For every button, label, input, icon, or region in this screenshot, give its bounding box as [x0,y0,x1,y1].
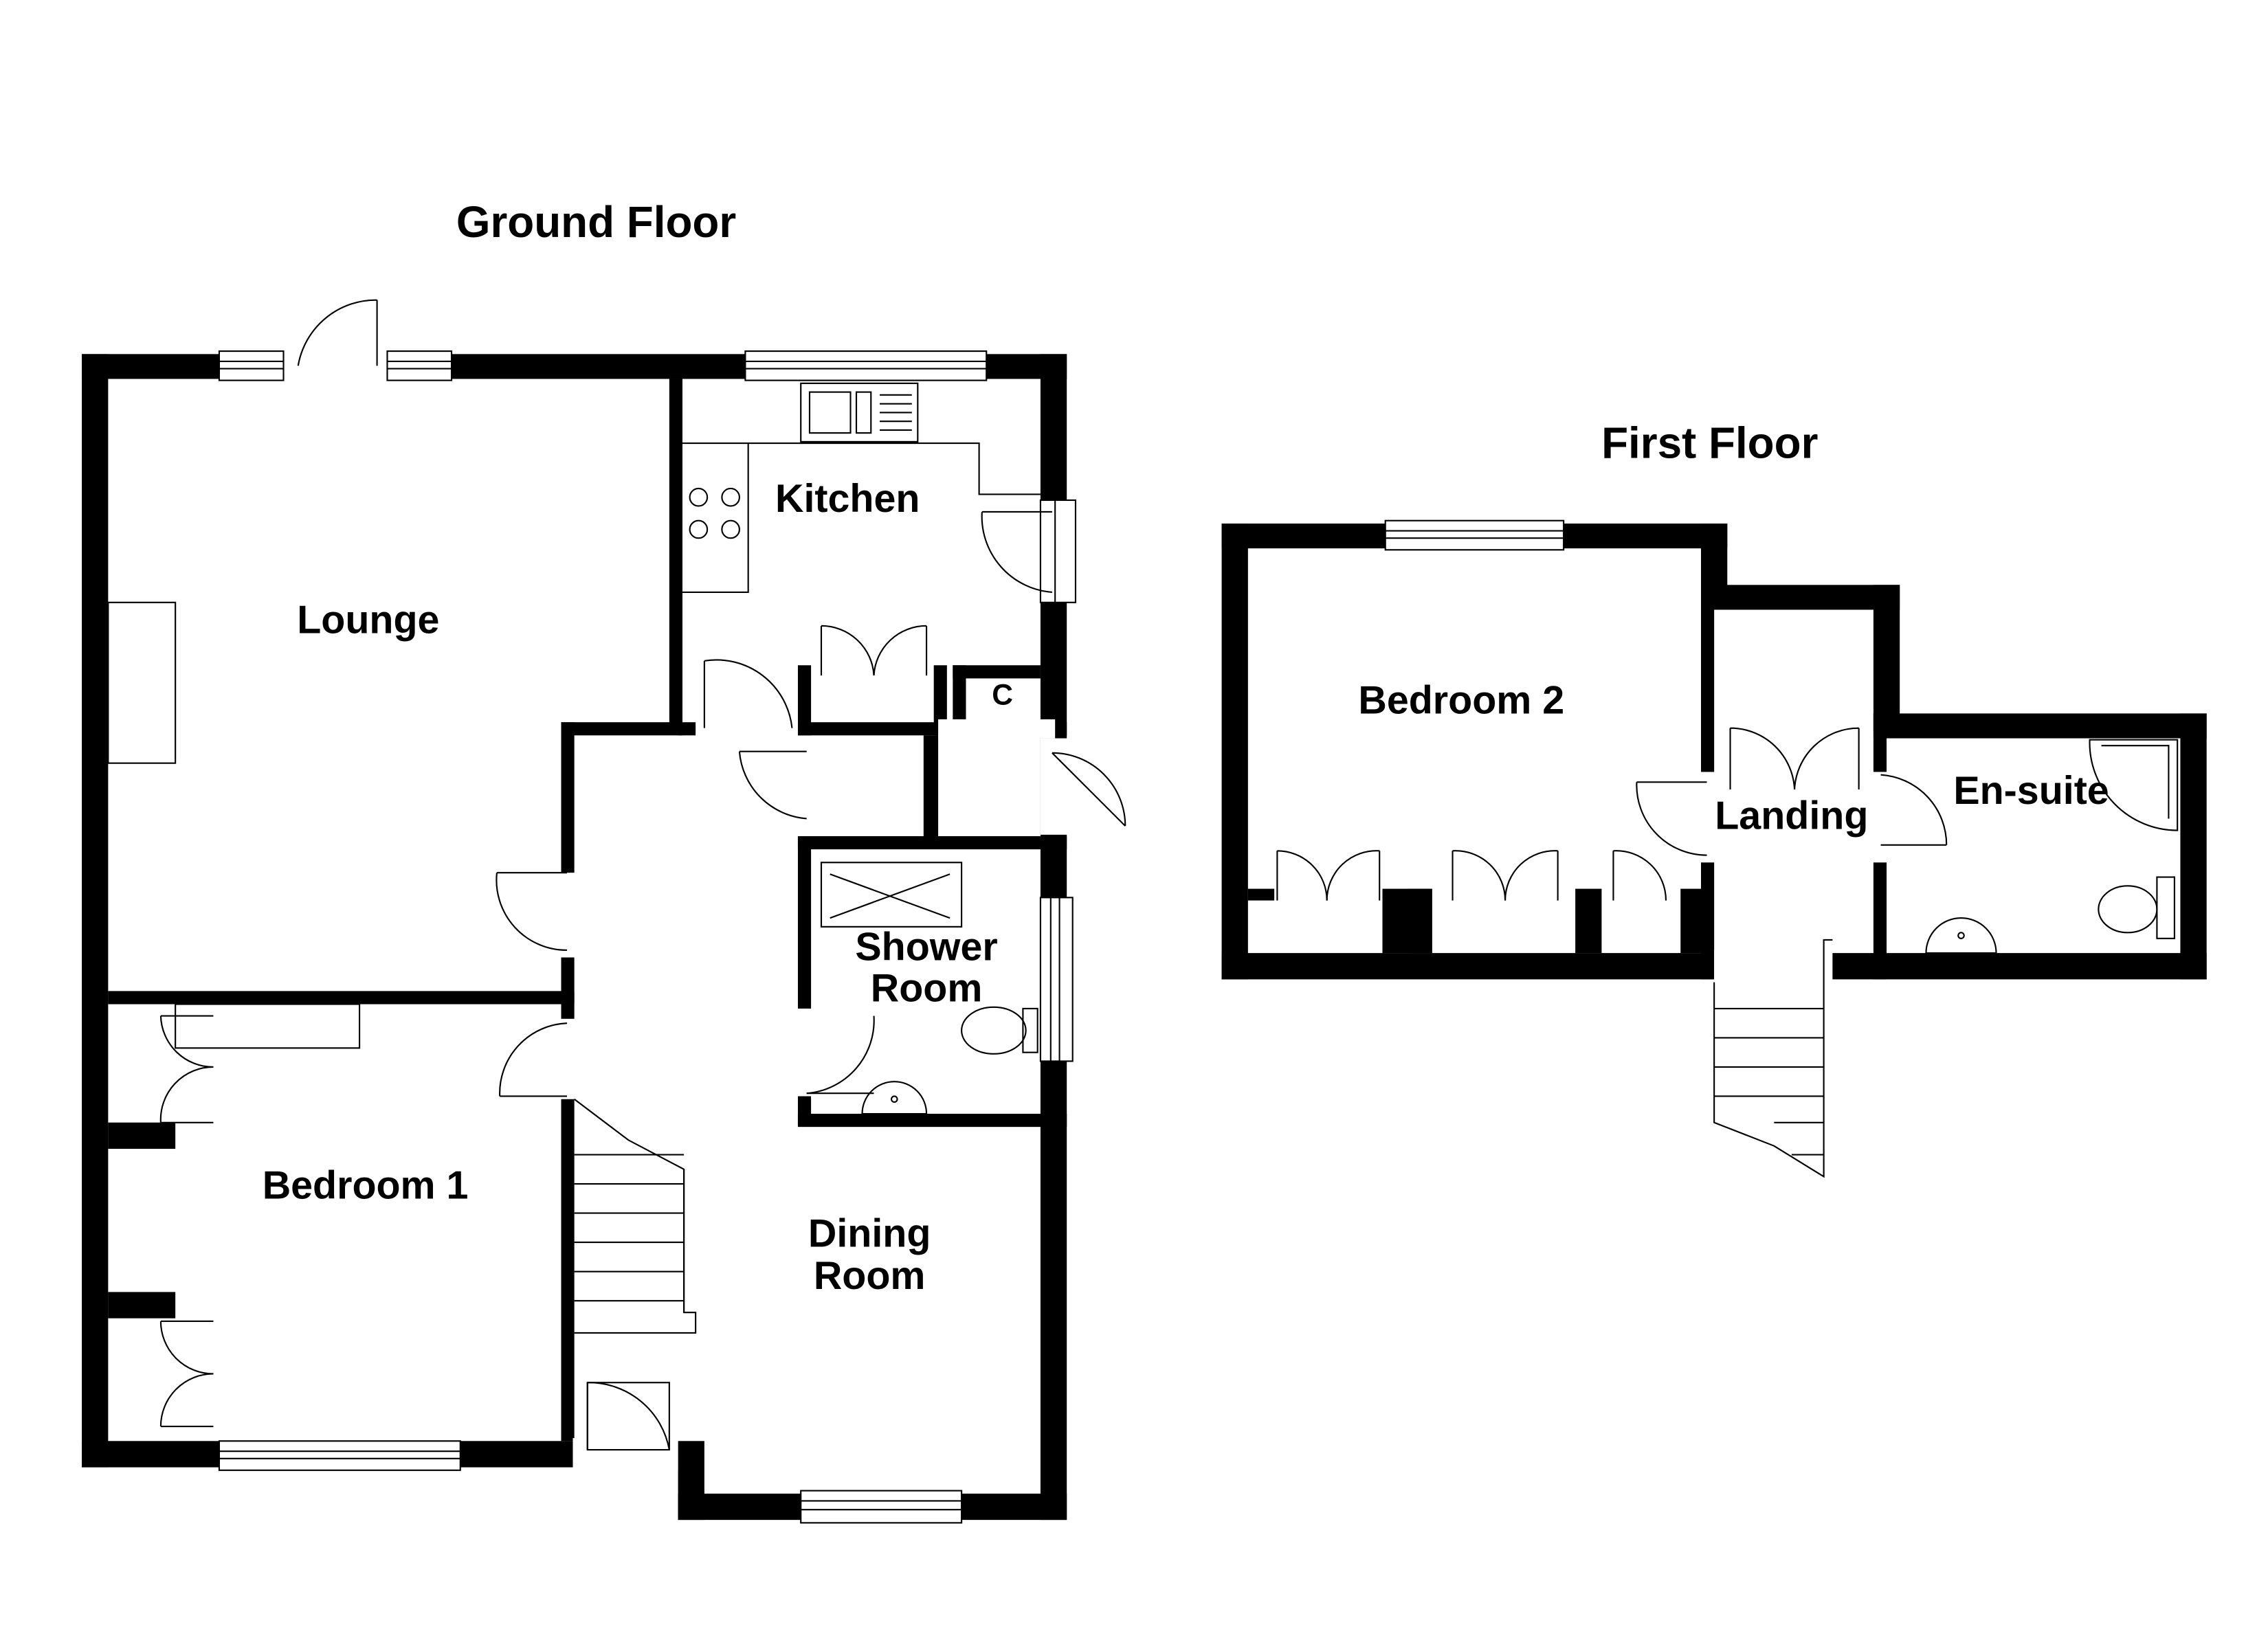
basin-icon [861,1081,928,1115]
bedroom-1-label: Bedroom 1 [263,1163,469,1207]
en-suite-toilet-icon [2098,876,2175,939]
bedroom-1-door [499,1022,568,1097]
shower-room-door [806,1016,875,1095]
kitchen-side-window [1039,499,1077,603]
ground-floor-doors [159,299,1126,1451]
first-floor-staircase [1713,939,1833,1178]
en-suite-door [1880,774,1948,846]
sink-icon [800,382,919,442]
bedroom-2-window [1384,519,1565,551]
wardrobe-doors-lower [159,1320,214,1428]
ground-floor-title: Ground Floor [456,197,736,247]
shower-room-window [1039,897,1074,1062]
kitchen-window [744,350,988,381]
corner-shower-icon [2089,739,2179,831]
lounge-fireplace [107,601,177,764]
ground-floor-windows [218,350,1077,1524]
kitchen-door [703,659,793,728]
kitchen-label: Kitchen [775,477,920,521]
dining-room-label-line-2: Room [814,1254,926,1298]
bedroom-2-label: Bedroom 2 [1358,678,1564,722]
en-suite-basin-icon [1925,917,1997,954]
lounge-door [496,872,568,951]
wardrobe-doors-2 [1452,850,1559,901]
first-floor-doors [1276,727,1948,901]
first-floor-title: First Floor [1601,418,1818,467]
ground-floor-fixtures [107,382,1041,1334]
shower-room-label-line-1: Shower [855,926,997,969]
first-floor-door-openings [1698,725,1890,983]
lounge-window-left [218,350,285,381]
wardrobe-doors-1 [1276,850,1381,901]
cupboard-double-doors [820,625,928,676]
ground-floor-staircase [573,1098,697,1334]
cupboard-label: C [992,680,1013,712]
front-door [586,1382,670,1451]
hall-door [738,750,807,820]
hob-icon [689,487,740,539]
shower-room-label-line-2: Room [871,966,983,1010]
wardrobe-door-3 [1612,850,1667,901]
toilet-icon [961,1006,1038,1055]
landing-cupboard-doors [1729,727,1860,790]
shower-tray-icon [820,862,963,928]
kitchen-worktop-top [748,442,1041,495]
bedroom-1-shelf [175,1003,361,1049]
garden-door [297,299,378,366]
kitchen-worktop-left [682,442,749,593]
first-floor-fixtures [1713,739,2179,1178]
lounge-window-right [386,350,453,381]
dining-room-window [800,1490,963,1524]
landing-label: Landing [1715,794,1868,838]
wardrobe-doors-upper [159,1015,214,1123]
side-door [1052,752,1126,827]
dining-room-label-line-1: Dining [808,1211,931,1255]
en-suite-label: En-suite [1953,769,2109,813]
kitchen-back-door [981,511,1053,593]
lounge-label: Lounge [297,598,439,642]
ground-floor-plan: Ground Floor Lounge Kitchen C Shower Roo… [82,197,1126,1524]
bedroom-1-window [218,1440,461,1471]
bedroom-2-door [1636,781,1707,856]
first-floor-plan: First Floor Bedroom 2 Landing En-suite [1221,418,2207,1178]
